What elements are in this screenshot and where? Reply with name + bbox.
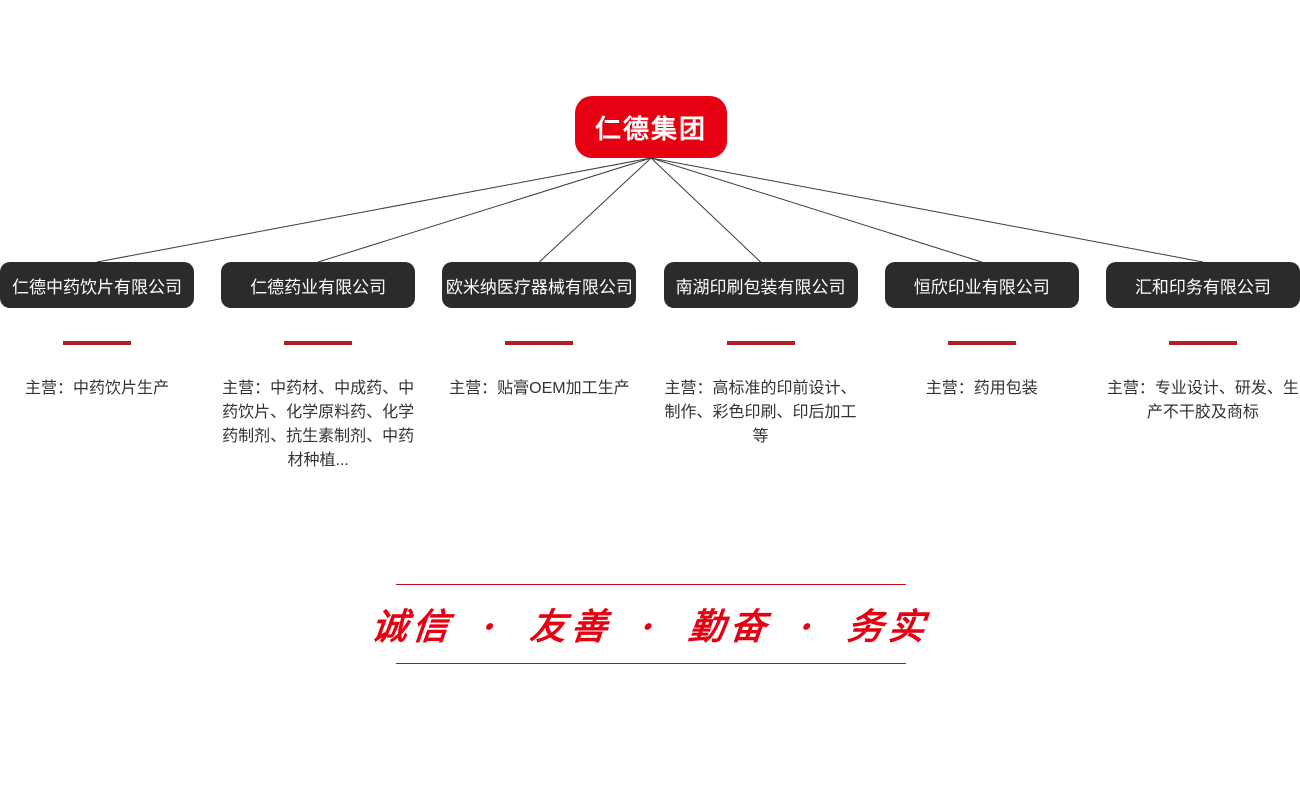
motto-banner: 诚信 · 友善 · 勤奋 · 务实 [370,584,932,664]
company-name-box: 仁德药业有限公司 [221,262,416,308]
red-divider-mark [505,341,574,345]
company-node: 汇和印务有限公司 主营：专业设计、研发、生产不干胶及商标 [1105,262,1300,473]
company-name-box: 南湖印刷包装有限公司 [663,262,858,308]
red-divider-mark [726,341,795,345]
company-business: 主营：专业设计、研发、生产不干胶及商标 [1106,380,1299,421]
company-business: 主营：药用包装 [925,380,1038,397]
company-node: 仁德中药饮片有限公司 主营：中药饮片生产 [0,262,194,473]
red-divider-mark [947,341,1016,345]
company-name: 恒欣印业有限公司 [913,277,1050,297]
company-name-box: 仁德中药饮片有限公司 [0,262,194,308]
company-name-box: 恒欣印业有限公司 [884,262,1079,308]
red-divider-mark [63,341,131,345]
company-business: 主营：中药饮片生产 [24,380,169,397]
company-business: 主营：贴膏OEM加工生产 [449,380,630,397]
company-business: 主营：高标准的印前设计、制作、彩色印刷、印后加工等 [664,380,857,445]
company-node: 恒欣印业有限公司 主营：药用包装 [884,262,1079,473]
company-name: 汇和印务有限公司 [1134,277,1271,297]
company-name: 欧米纳医疗器械有限公司 [445,277,633,297]
company-name: 仁德中药饮片有限公司 [12,277,182,297]
company-node: 欧米纳医疗器械有限公司 主营：贴膏OEM加工生产 [442,262,637,473]
red-divider-mark [284,341,353,345]
company-name-box: 汇和印务有限公司 [1105,262,1300,308]
group-root-node: 仁德集团 [575,96,727,158]
company-node: 仁德药业有限公司 主营：中药材、中成药、中药饮片、化学原料药、化学药制剂、抗生素… [221,262,416,473]
company-name: 仁德药业有限公司 [250,277,387,297]
motto-text: 诚信 · 友善 · 勤奋 · 务实 [369,606,932,648]
company-row: 仁德中药饮片有限公司 主营：中药饮片生产 仁德药业有限公司 主营：中药材、中成药… [0,262,1300,473]
company-name: 南湖印刷包装有限公司 [675,277,846,297]
red-divider-mark [1168,341,1237,345]
company-business: 主营：中药材、中成药、中药饮片、化学原料药、化学药制剂、抗生素制剂、中药材种植.… [222,380,415,469]
company-node: 南湖印刷包装有限公司 主营：高标准的印前设计、制作、彩色印刷、印后加工等 [663,262,858,473]
group-name: 仁德集团 [594,113,707,144]
company-name-box: 欧米纳医疗器械有限公司 [442,262,637,308]
